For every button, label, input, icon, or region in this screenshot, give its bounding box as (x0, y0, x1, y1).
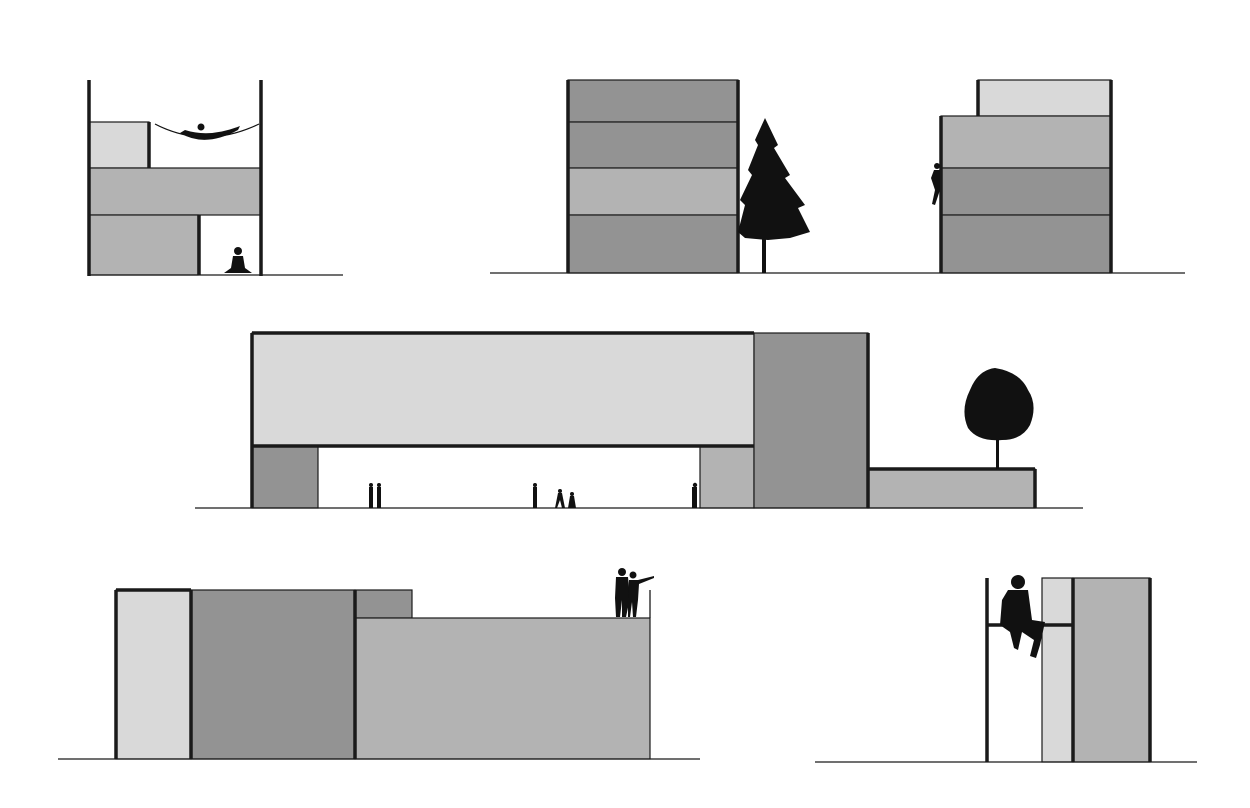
volume-light (1041, 577, 1074, 763)
hammock-person-icon (154, 123, 260, 140)
volume-light (977, 79, 1112, 117)
volume-medium (699, 445, 755, 509)
volume-dark (940, 167, 1112, 216)
volume-dark (354, 589, 413, 619)
volume-light (115, 589, 192, 760)
volume-medium (88, 167, 262, 216)
volume-dark (251, 445, 319, 509)
tree-icon (964, 368, 1034, 469)
volume-dark (753, 332, 869, 509)
volume-dark (567, 121, 739, 169)
volume-dark (567, 79, 739, 123)
pedestrian-icon (369, 483, 381, 508)
volume-dark (567, 214, 739, 274)
elevation-1 (87, 80, 343, 276)
elevation-4 (58, 568, 700, 760)
volume-medium (354, 617, 651, 760)
pedestrian-icon (692, 482, 698, 508)
volume-medium (88, 214, 199, 276)
elevation-2 (490, 79, 1185, 274)
volume-light (251, 332, 755, 447)
climber-icon (931, 163, 940, 205)
volume-dark (940, 214, 1112, 274)
seated-person-icon (224, 247, 252, 273)
volume-medium (1072, 577, 1151, 763)
volume-medium (867, 468, 1036, 509)
elevation-3 (195, 331, 1083, 509)
volume-medium (567, 167, 739, 216)
volume-medium (940, 115, 1112, 169)
volume-dark (190, 589, 356, 760)
volume-light (88, 121, 150, 169)
tree-icon (738, 118, 810, 273)
sitting-person-icon (1000, 575, 1045, 658)
couple-icon (615, 568, 654, 617)
pedestrian-icon (533, 483, 576, 508)
elevation-5 (815, 575, 1197, 763)
